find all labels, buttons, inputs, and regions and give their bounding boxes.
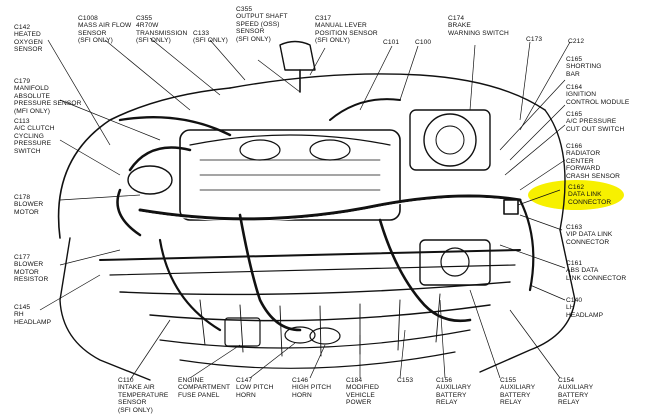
label-c155: C155 AUXILIARY BATTERY RELAY [500,377,536,407]
label-c166: C166 RADIATOR CENTER FORWARD CRASH SENSO… [566,143,620,180]
label-c163: C163 VIP DATA LINK CONNECTOR [566,224,613,246]
label-c173: C173 [526,36,543,43]
label-c355-transmission: C355 4R70W TRANSMISSION (SFI ONLY) [136,15,188,45]
label-c110: C110 INTAKE AIR TEMPERATURE SENSOR (SFI … [118,377,169,414]
label-c164: C164 IGNITION CONTROL MODULE [566,84,630,106]
label-engine-fuse-panel: ENGINE COMPARTMENT FUSE PANEL [178,377,231,399]
label-c133: C133 (SFI ONLY) [193,30,228,45]
label-c161: C161 ABS DATA LINK CONNECTOR [566,260,627,282]
label-c355-oss: C355 OUTPUT SHAFT SPEED (OSS) SENSOR (SF… [236,6,288,43]
label-c101: C101 [383,39,400,46]
label-c212: C212 [568,38,585,45]
label-c178: C178 BLOWER MOTOR [14,194,44,216]
label-c100: C100 [415,39,432,46]
data-link-connector-highlight [528,180,624,210]
label-c177: C177 BLOWER MOTOR RESISTOR [14,254,49,284]
label-c147: C147 LOW PITCH HORN [236,377,274,399]
label-c174: C174 BRAKE WARNING SWITCH [448,15,509,37]
label-c1008: C1008 MASS AIR FLOW SENSOR (SFI ONLY) [78,15,132,45]
label-c156: C156 AUXILIARY BATTERY RELAY [436,377,472,407]
label-c154: C154 AUXILIARY BATTERY RELAY [558,377,594,407]
label-c145: C145 RH HEADLAMP [14,304,52,326]
label-c140: C140 LH HEADLAMP [566,297,604,319]
label-c317: C317 MANUAL LEVER POSITION SENSOR (SFI O… [315,15,378,45]
label-c165-shorting: C165 SHORTING BAR [566,56,602,78]
label-c184: C184 MODIFIED VEHICLE POWER [346,377,380,407]
label-c162: C162 DATA LINK CONNECTOR [568,184,612,206]
label-c113: C113 A/C CLUTCH CYCLING PRESSURE SWITCH [14,118,55,155]
label-c153: C153 [397,377,414,384]
label-c146: C146 HIGH PITCH HORN [292,377,332,399]
label-c142: C142 HEATED OXYGEN SENSOR [14,24,43,54]
label-c165-ac: C165 A/C PRESSURE CUT OUT SWITCH [566,111,625,133]
label-c179: C179 MANIFOLD ABSOLUTE PRESSURE SENSOR (… [14,78,82,115]
